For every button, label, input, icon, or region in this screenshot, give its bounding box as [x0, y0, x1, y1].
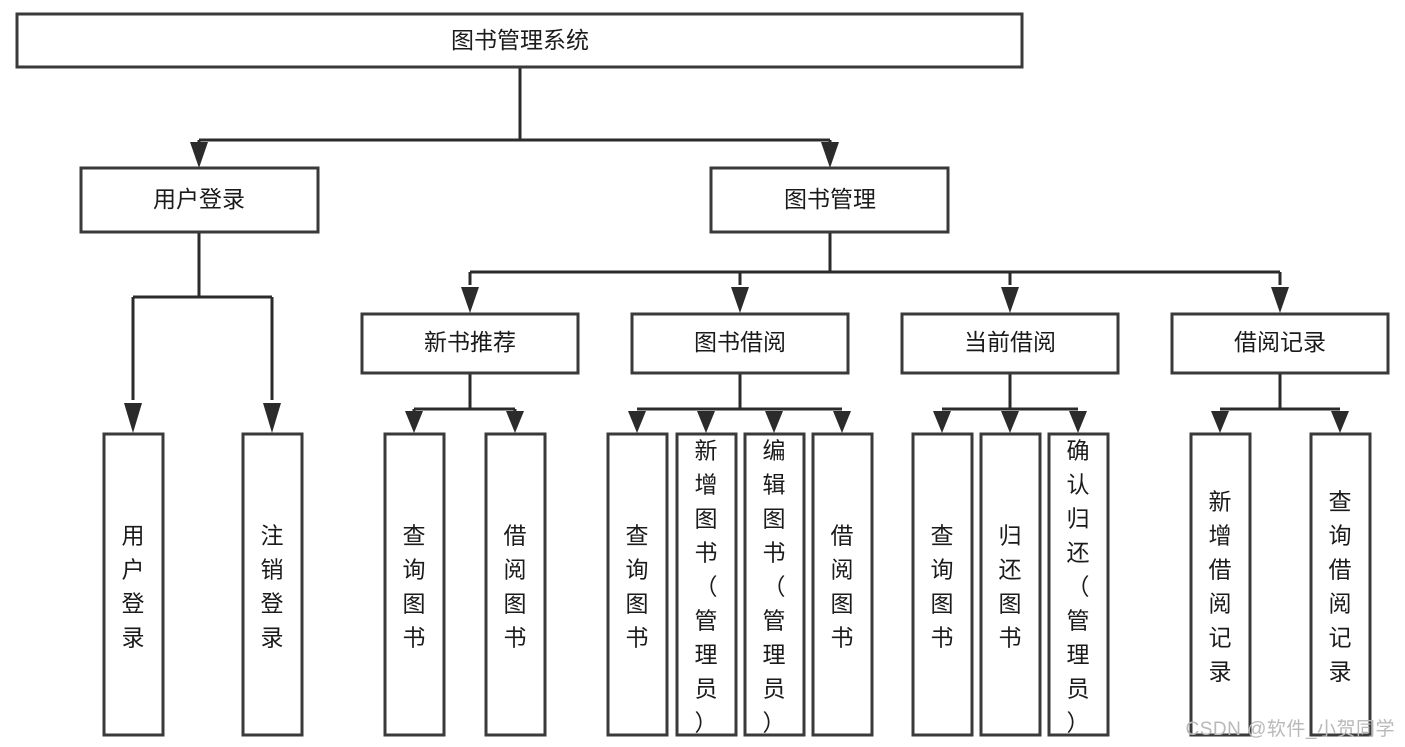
- node-leaf-user-login[interactable]: 用户登录: [102, 432, 165, 737]
- node-leaf-borrow-book-2-box[interactable]: [811, 432, 874, 737]
- node-leaf-add-record[interactable]: 新增借阅记录: [1189, 432, 1252, 737]
- arrow-head-leaf-query-book-2: [628, 411, 646, 433]
- node-leaf-borrow-book-1-box[interactable]: [484, 432, 547, 737]
- arrow-head-leaf-user-login: [124, 403, 142, 433]
- node-leaf-query-book-3-box[interactable]: [911, 432, 974, 737]
- node-leaf-query-book-1[interactable]: 查询图书: [383, 432, 446, 737]
- arrow-head-leaf-query-record: [1331, 411, 1349, 433]
- node-root-box[interactable]: [15, 12, 1024, 69]
- node-user-login-label: 用户登录: [153, 186, 245, 212]
- node-current-borrow-label: 当前借阅: [964, 329, 1056, 355]
- node-new-book-recommend-box[interactable]: [360, 312, 580, 375]
- connectors-user-login-to-leaves: [124, 232, 281, 433]
- arrow-head-leaf-add-record: [1211, 411, 1229, 433]
- arrow-head-leaf-borrow-book-2: [833, 411, 851, 433]
- arrow-head-current-borrow: [1001, 287, 1019, 313]
- node-leaf-add-record-box[interactable]: [1189, 432, 1252, 737]
- node-book-manage-label: 图书管理: [784, 186, 876, 212]
- node-leaf-query-book-2-box[interactable]: [606, 432, 669, 737]
- connectors-current-borrow-to-leaves: [933, 373, 1087, 433]
- node-book-manage-box[interactable]: [709, 166, 950, 234]
- connectors-borrow-record-to-leaves: [1211, 373, 1349, 433]
- node-root-label: 图书管理系统: [451, 27, 589, 53]
- arrow-head-new-book-recommend: [461, 287, 479, 313]
- node-leaf-return-book-box[interactable]: [979, 432, 1042, 737]
- node-leaf-edit-book[interactable]: 编辑图书（管理员）: [743, 432, 806, 737]
- node-book-manage[interactable]: 图书管理: [709, 166, 950, 234]
- node-leaf-borrow-book-2-label: 借阅图书: [831, 523, 854, 651]
- node-current-borrow[interactable]: 当前借阅: [900, 312, 1120, 375]
- node-leaf-query-book-1-box[interactable]: [383, 432, 446, 737]
- node-leaf-borrow-book-1-label: 借阅图书: [504, 523, 527, 651]
- node-leaf-query-book-2[interactable]: 查询图书: [606, 432, 669, 737]
- node-user-login[interactable]: 用户登录: [79, 166, 320, 234]
- node-leaf-logout-login[interactable]: 注销登录: [241, 432, 304, 737]
- arrow-head-leaf-query-book-3: [933, 411, 951, 433]
- node-leaf-borrow-book-1[interactable]: 借阅图书: [484, 432, 547, 737]
- node-new-book-recommend-label: 新书推荐: [424, 329, 516, 355]
- arrow-head-user-login: [190, 142, 208, 168]
- node-leaf-confirm-return[interactable]: 确认归还（管理员）: [1047, 432, 1110, 737]
- node-leaf-return-book-label: 归还图书: [999, 523, 1022, 651]
- node-book-borrow[interactable]: 图书借阅: [630, 312, 850, 375]
- arrow-head-leaf-query-book-1: [405, 411, 423, 433]
- node-current-borrow-box[interactable]: [900, 312, 1120, 375]
- node-leaf-edit-book-box[interactable]: [743, 432, 806, 737]
- arrow-head-leaf-return-book: [1001, 411, 1019, 433]
- node-leaf-query-book-1-label: 查询图书: [403, 523, 426, 651]
- node-leaf-user-login-box[interactable]: [102, 432, 165, 737]
- node-leaf-query-record[interactable]: 查询借阅记录: [1309, 432, 1372, 737]
- node-leaf-logout-login-box[interactable]: [241, 432, 304, 737]
- arrow-head-leaf-borrow-book-1: [506, 411, 524, 433]
- node-leaf-add-record-label: 新增借阅记录: [1209, 489, 1232, 685]
- node-leaf-edit-book-label: 编辑图书（管理员）: [763, 438, 786, 736]
- node-leaf-confirm-return-label: 确认归还（管理员）: [1067, 438, 1090, 736]
- node-root[interactable]: 图书管理系统: [15, 12, 1024, 69]
- connectors-book-borrow-to-leaves: [628, 373, 851, 433]
- csdn-watermark: CSDN @软件_小贺同学: [1185, 719, 1395, 740]
- node-leaf-query-book-3-label: 查询图书: [931, 523, 954, 651]
- arrow-head-borrow-record: [1271, 287, 1289, 313]
- node-leaf-return-book[interactable]: 归还图书: [979, 432, 1042, 737]
- arrow-head-leaf-confirm-return: [1069, 411, 1087, 433]
- arrow-head-leaf-edit-book: [765, 411, 783, 433]
- node-leaf-user-login-label: 用户登录: [122, 523, 145, 651]
- node-leaf-logout-login-label: 注销登录: [261, 523, 284, 651]
- node-leaf-query-book-3[interactable]: 查询图书: [911, 432, 974, 737]
- node-borrow-record-label: 借阅记录: [1234, 329, 1326, 355]
- node-leaf-query-record-box[interactable]: [1309, 432, 1372, 737]
- node-book-borrow-box[interactable]: [630, 312, 850, 375]
- arrow-head-book-borrow: [731, 287, 749, 313]
- node-user-login-box[interactable]: [79, 166, 320, 234]
- node-borrow-record[interactable]: 借阅记录: [1170, 312, 1390, 375]
- node-leaf-confirm-return-box[interactable]: [1047, 432, 1110, 737]
- node-borrow-record-box[interactable]: [1170, 312, 1390, 375]
- node-book-borrow-label: 图书借阅: [694, 329, 786, 355]
- arrow-head-leaf-add-book: [697, 411, 715, 433]
- node-leaf-add-book-box[interactable]: [675, 432, 738, 737]
- node-leaf-query-record-label: 查询借阅记录: [1329, 489, 1352, 685]
- connectors-book-manage-to-level3: [461, 232, 1289, 313]
- connectors-root-to-level2: [190, 67, 839, 168]
- node-leaf-query-book-2-label: 查询图书: [626, 523, 649, 651]
- node-leaf-add-book[interactable]: 新增图书（管理员）: [675, 432, 738, 737]
- node-leaf-add-book-label: 新增图书（管理员）: [695, 438, 718, 736]
- connectors-new-book-to-leaves: [405, 373, 524, 433]
- node-leaf-borrow-book-2[interactable]: 借阅图书: [811, 432, 874, 737]
- arrow-head-leaf-logout-login: [263, 403, 281, 433]
- node-new-book-recommend[interactable]: 新书推荐: [360, 312, 580, 375]
- arrow-head-book-manage: [821, 142, 839, 168]
